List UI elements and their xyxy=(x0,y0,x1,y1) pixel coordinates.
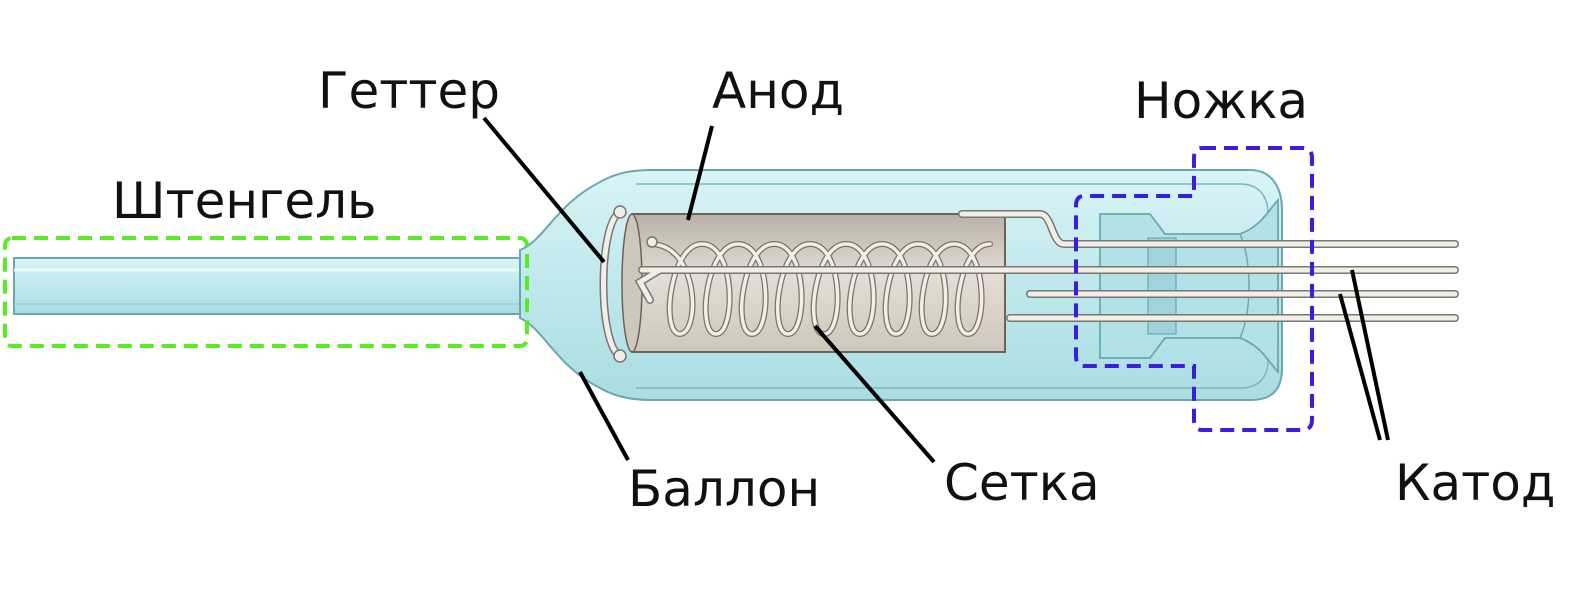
grid-label: Сетка xyxy=(944,454,1100,512)
leader-lines xyxy=(482,116,1390,464)
bulb-label: Баллон xyxy=(628,460,821,518)
exhaust-tube-label: Штенгель xyxy=(112,172,377,230)
getter-label: Геттер xyxy=(318,62,501,120)
stem-highlight-box xyxy=(1074,146,1314,432)
exhaust-tube xyxy=(13,257,525,315)
getter-leader xyxy=(482,116,606,264)
exhaust-tube-highlight-box xyxy=(3,236,529,348)
anode-label: Анод xyxy=(712,62,845,120)
cathode-leader-1 xyxy=(1350,269,1390,441)
stem-label: Ножка xyxy=(1134,72,1309,130)
lead-wires xyxy=(634,210,1459,322)
bulb-leader xyxy=(578,371,630,461)
cathode-leader-2 xyxy=(1338,293,1382,441)
cathode-label: Катод xyxy=(1395,454,1556,512)
grid-leader xyxy=(813,324,936,464)
getter xyxy=(599,205,658,363)
anode-leader xyxy=(686,125,714,221)
